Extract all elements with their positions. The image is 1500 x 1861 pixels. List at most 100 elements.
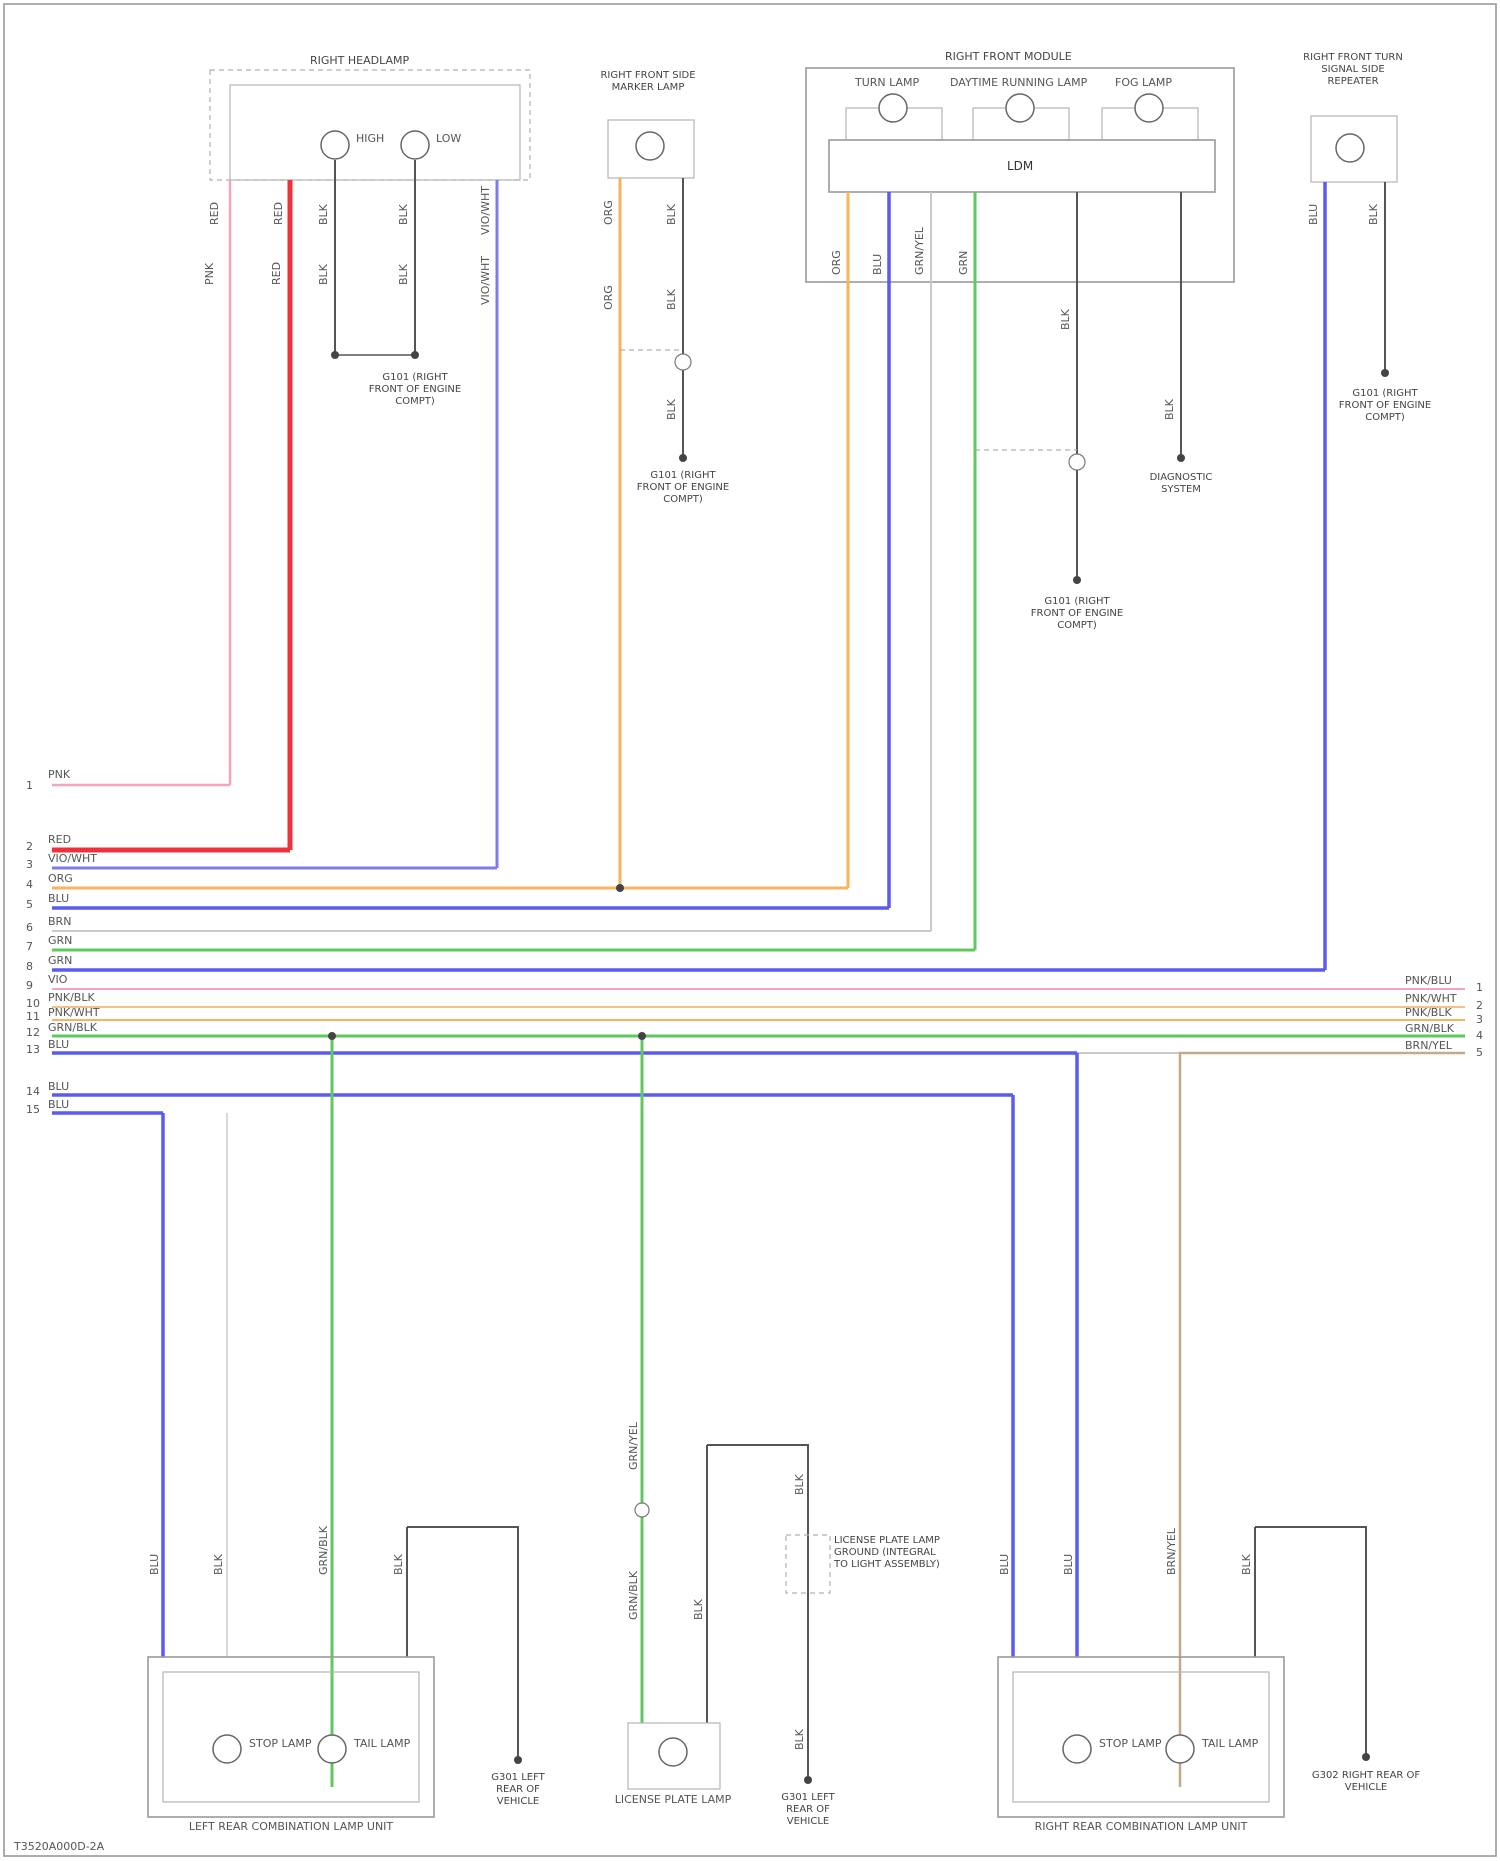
wire-code: BLU <box>1307 204 1320 225</box>
pin-15: 15 <box>26 1103 40 1116</box>
pin-10: 10 <box>26 997 40 1010</box>
bulb-label: HIGH <box>356 132 384 145</box>
wire-code: BLU <box>1062 1554 1075 1575</box>
wire-code: BLK <box>392 1553 405 1575</box>
ground-label: G301 LEFT REAR OF VEHICLE <box>478 1772 558 1808</box>
pin-6: 6 <box>26 921 33 934</box>
splice-dot-icon <box>331 351 339 359</box>
component-title: LEFT REAR COMBINATION LAMP UNIT <box>189 1820 394 1833</box>
wire-code: VIO/WHT <box>479 256 492 305</box>
wire-code: ORG <box>830 250 843 275</box>
wire-code: BLK <box>317 263 330 285</box>
ground-note: LICENSE PLATE LAMP GROUND (INTEGRAL TO L… <box>834 1535 944 1571</box>
wire-label: PNK/BLU <box>1405 974 1452 987</box>
connector-pin-icon <box>635 1503 649 1517</box>
ground-label: G301 LEFT REAR OF VEHICLE <box>768 1792 848 1828</box>
pin-r1: 1 <box>1476 981 1483 994</box>
wire-label: GRN/BLK <box>1405 1022 1455 1035</box>
pin-11: 11 <box>26 1010 40 1023</box>
component-title: RIGHT HEADLAMP <box>310 54 410 67</box>
left-rear-combo-lamp: STOP LAMP TAIL LAMP BLU BLK GRN/BLK BLK … <box>148 1032 558 1833</box>
trunk-wires <box>52 785 1465 1113</box>
ground-symbol-icon <box>411 351 419 359</box>
pin-r2: 2 <box>1476 999 1483 1012</box>
wire-label: PNK/BLK <box>1405 1006 1452 1019</box>
ground-symbol-icon <box>1362 1753 1370 1761</box>
pin-code: RED <box>208 202 221 225</box>
lamp-bulb-icon <box>1336 134 1364 162</box>
component-title: LICENSE PLATE LAMP <box>615 1793 732 1806</box>
pin-9: 9 <box>26 979 33 992</box>
splice-dot-icon <box>616 884 624 892</box>
ground-label: G101 (RIGHT FRONT OF ENGINE COMPT) <box>633 470 733 506</box>
wire-code: BLU <box>998 1554 1011 1575</box>
pin-2: 2 <box>26 840 33 853</box>
ground-label: G101 (RIGHT FRONT OF ENGINE COMPT) <box>1335 388 1435 424</box>
pin-14: 14 <box>26 1085 40 1098</box>
ground-label: G101 (RIGHT FRONT OF ENGINE COMPT) <box>1027 596 1127 632</box>
lamp-bulb-icon <box>1135 94 1163 122</box>
lamp-bulb-icon <box>321 131 349 159</box>
wire-label: BRN/YEL <box>1405 1039 1453 1052</box>
wire-label: VIO/WHT <box>48 852 97 865</box>
wire-code: BLK <box>1059 308 1072 330</box>
lamp-bulb-icon <box>1063 1735 1091 1763</box>
ground-label: G101 (RIGHT FRONT OF ENGINE COMPT) <box>365 372 465 408</box>
wire-code: GRN/YEL <box>627 1421 640 1470</box>
lamp-bulb-icon <box>636 132 664 160</box>
wire-code: BLU <box>148 1554 161 1575</box>
wire-label: BLU <box>48 1080 69 1093</box>
right-headlamp: RIGHT HEADLAMP HIGH LOW RED RED BLK BLK … <box>203 54 530 868</box>
pin-3: 3 <box>26 858 33 871</box>
wire-label: BLU <box>48 892 69 905</box>
pin-13: 13 <box>26 1043 40 1056</box>
wire-code: BLK <box>793 1473 806 1495</box>
ground-symbol-icon <box>514 1756 522 1764</box>
pin-r3: 3 <box>1476 1013 1483 1026</box>
wire-label: ORG <box>48 872 73 885</box>
trunk-left-labels: PNK RED VIO/WHT ORG BLU BRN GRN GRN VIO … <box>48 768 100 1111</box>
splice-dot-icon <box>328 1032 336 1040</box>
wire-code: PNK <box>203 262 216 285</box>
lamp-bulb-icon <box>1166 1735 1194 1763</box>
wire-label: BLU <box>48 1098 69 1111</box>
wire-code: BLK <box>665 203 678 225</box>
right-turn-repeater: RIGHT FRONT TURN SIGNAL SIDE REPEATER BL… <box>1300 52 1435 970</box>
bulb-label: STOP LAMP <box>249 1737 312 1750</box>
wire-code: BLK <box>212 1553 225 1575</box>
lamp-bulb-icon <box>1006 94 1034 122</box>
wire-label: GRN/BLK <box>48 1021 98 1034</box>
license-plate-lamp: GRN/YEL GRN/BLK BLK BLK BLK LICENSE PLAT… <box>615 1032 944 1840</box>
module-unit: LDM <box>1007 159 1033 173</box>
pin-code: VIO/WHT <box>479 186 492 235</box>
wire-label: GRN <box>48 934 72 947</box>
wire-label: PNK/BLK <box>48 991 95 1004</box>
lamp-bulb-icon <box>401 131 429 159</box>
lamp-bulb-icon <box>879 94 907 122</box>
pin-1: 1 <box>26 779 33 792</box>
pin-5: 5 <box>26 898 33 911</box>
diagram-id: T3520A000D-2A <box>13 1840 105 1853</box>
lamp-bulb-icon <box>318 1735 346 1763</box>
system-label: DIAGNOSTIC SYSTEM <box>1131 472 1231 496</box>
right-rear-combo-lamp: STOP LAMP TAIL LAMP BLU BLU BRN/YEL BLK … <box>998 1053 1465 1833</box>
right-side-marker-lamp: RIGHT FRONT SIDE MARKER LAMP ORG BLK ORG… <box>598 70 733 892</box>
ground-symbol-icon <box>1381 369 1389 377</box>
connector-pin-icon <box>1069 454 1085 470</box>
wire-code: BLK <box>793 1728 806 1750</box>
wire-label: GRN <box>48 954 72 967</box>
pin-code: BLK <box>317 203 330 225</box>
ground-label: G302 RIGHT REAR OF VEHICLE <box>1300 1770 1432 1794</box>
wire-code: GRN/BLK <box>627 1570 640 1620</box>
wire-code: GRN/BLK <box>317 1525 330 1575</box>
wire-code: BLK <box>397 263 410 285</box>
component-title: RIGHT FRONT SIDE MARKER LAMP <box>598 70 698 94</box>
bulb-label: TAIL LAMP <box>1201 1737 1259 1750</box>
component-title: RIGHT REAR COMBINATION LAMP UNIT <box>1035 1820 1248 1833</box>
bulb-label: STOP LAMP <box>1099 1737 1162 1750</box>
wire-label: BRN <box>48 915 71 928</box>
pin-12: 12 <box>26 1026 40 1039</box>
splice-dot-icon <box>638 1032 646 1040</box>
wire-label: BLU <box>48 1038 69 1051</box>
